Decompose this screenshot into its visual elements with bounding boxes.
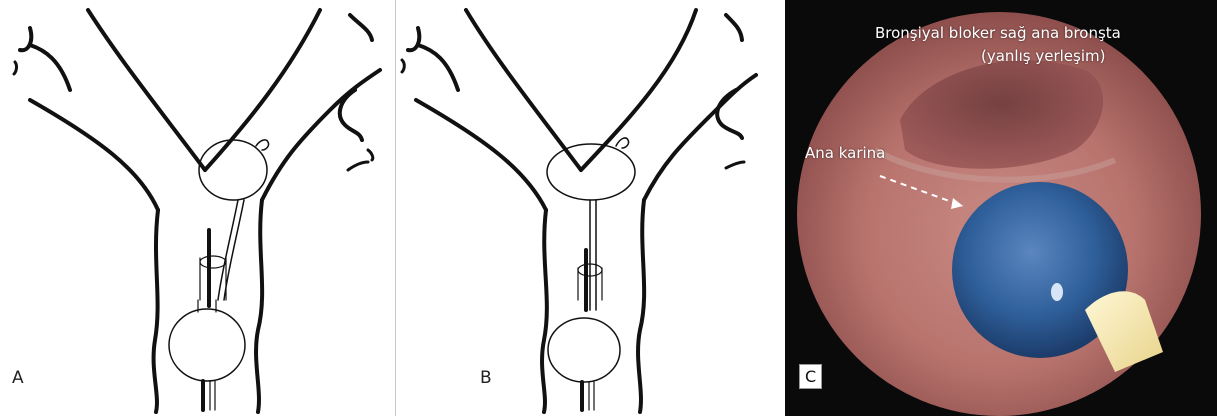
panel-c-bronchoscopy: Bronşiyal bloker sağ ana bronşta (yanlış… xyxy=(785,0,1217,416)
right-branch-curl xyxy=(350,15,372,40)
blocker-tip xyxy=(616,138,629,148)
panel-label-a: A xyxy=(12,368,24,388)
airway-diagram-b xyxy=(396,0,784,416)
blocker-catheter xyxy=(218,200,238,300)
left-branch-upper xyxy=(30,45,70,90)
panel-a: A xyxy=(0,0,396,416)
trachea-left-wall xyxy=(154,210,158,412)
trachea-left-wall xyxy=(542,210,547,412)
main-carina-label: Ana karina xyxy=(805,144,885,162)
trachea-right-wall xyxy=(256,200,262,412)
left-bronchus-inner xyxy=(88,10,205,170)
balloon-highlight xyxy=(1051,283,1063,301)
blocker-balloon xyxy=(547,144,635,200)
left-branch-curl xyxy=(20,28,31,50)
left-branch-curl xyxy=(408,28,419,50)
tube-lower-balloon xyxy=(548,318,620,382)
left-bronchus-inner xyxy=(466,10,581,170)
blocker-balloon xyxy=(199,140,267,200)
right-tick-1 xyxy=(726,162,744,168)
misplacement-title-line1: Bronşiyal bloker sağ ana bronşta xyxy=(875,24,1121,42)
right-tick-2 xyxy=(368,150,373,160)
panel-b: B xyxy=(396,0,784,416)
blocker-tip xyxy=(256,140,269,150)
trachea-right-wall xyxy=(638,200,644,412)
tube-cuff-top xyxy=(200,256,226,268)
right-bronchus-outer xyxy=(262,70,380,200)
panel-label-b: B xyxy=(480,368,492,388)
right-bronchus-inner xyxy=(205,10,320,170)
right-tick-1 xyxy=(348,162,368,170)
airway-diagram-a xyxy=(0,0,395,416)
tube-lower-balloon xyxy=(169,309,245,381)
right-branch-curl xyxy=(726,15,742,40)
left-bronchus-outer xyxy=(30,100,158,210)
left-branch-upper xyxy=(418,45,458,90)
misplacement-title-line2: (yanlış yerleşim) xyxy=(981,47,1105,65)
panel-label-c: C xyxy=(799,364,822,389)
right-bronchus-outer xyxy=(644,75,756,200)
left-bronchus-outer xyxy=(416,100,546,210)
left-branch-tick xyxy=(402,60,404,72)
left-branch-tick xyxy=(14,62,17,74)
